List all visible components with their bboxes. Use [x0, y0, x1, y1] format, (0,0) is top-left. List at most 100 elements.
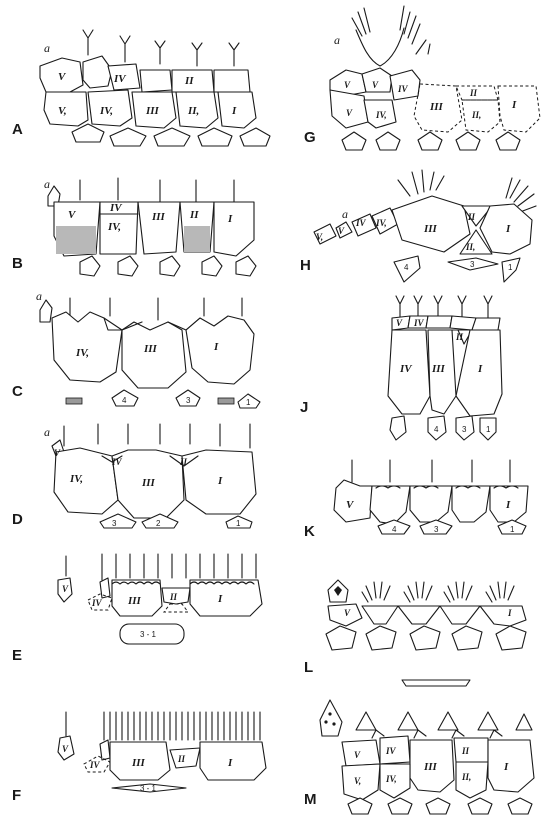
plate-label: I — [507, 608, 512, 618]
plate-label: IV, — [75, 347, 89, 359]
small-number: 2 — [156, 519, 161, 528]
plate-label: III — [131, 757, 146, 769]
plate-label: II, — [187, 105, 199, 117]
plate-label: V, — [316, 232, 323, 242]
small-plate — [418, 132, 442, 150]
plate-label: III — [141, 477, 156, 489]
spine — [484, 296, 492, 318]
fan-fringe — [486, 582, 514, 602]
small-plate — [66, 398, 82, 404]
plate-label: II, — [471, 110, 481, 120]
small-number: 3 - 1 — [140, 784, 157, 793]
plate-label: III — [127, 595, 142, 607]
panel-letter: A — [12, 121, 23, 138]
small-plate — [198, 128, 232, 146]
plate — [138, 202, 180, 254]
small-number: 1 — [246, 398, 251, 407]
plate-label: I — [227, 757, 233, 769]
panel-d: D a V IV IV, III II I 3 2 1 — [12, 424, 256, 528]
dot — [332, 722, 335, 725]
plate-label: IV — [113, 73, 127, 85]
panel-j: J V IV IV III II I 4 3 1 — [300, 296, 502, 440]
panel-letter: M — [304, 791, 317, 808]
small-number: 3 - 1 — [140, 630, 157, 639]
small-plate — [236, 256, 256, 276]
plate-label: IV — [91, 598, 103, 608]
plate-label: IV, — [69, 473, 83, 485]
spine — [120, 36, 130, 62]
panel-letter: F — [12, 787, 21, 804]
small-number: 1 — [510, 525, 515, 534]
plate-label: IV — [399, 363, 413, 375]
plate-label: II — [184, 75, 194, 87]
plate — [454, 738, 488, 762]
plate-label: II, — [461, 772, 471, 782]
dot — [328, 712, 331, 715]
panel-a: A a V IV II V, IV, III II, I — [12, 30, 270, 146]
panel-l: L V I — [304, 580, 526, 686]
small-plate — [402, 680, 470, 686]
suture-line — [104, 318, 200, 330]
pentagon — [468, 798, 492, 814]
plate-label: V — [62, 744, 69, 754]
spine — [428, 44, 430, 54]
small-plate — [72, 124, 104, 142]
plate — [410, 486, 452, 522]
label-a: a — [44, 41, 50, 55]
plate — [450, 316, 476, 330]
plate — [452, 486, 490, 522]
label-a: a — [334, 33, 340, 47]
pentagon — [496, 626, 526, 650]
plate-label: IV — [397, 84, 409, 94]
panel-letter: J — [300, 399, 308, 416]
plate-label: IV, — [375, 110, 387, 120]
panel-b: B a V IV IV, III II I — [12, 177, 256, 276]
plate — [54, 448, 118, 514]
plate-label: II — [469, 88, 478, 98]
small-number: 1 — [508, 263, 513, 272]
plate-label: III — [145, 105, 160, 117]
pentagon — [326, 626, 356, 650]
small-plate — [342, 132, 366, 150]
fan-fringe — [362, 582, 390, 602]
plate-label: II — [177, 754, 186, 764]
plate-label: I — [505, 499, 511, 511]
plate-label: I — [511, 99, 517, 111]
plate-label: V — [338, 226, 345, 236]
plate — [488, 740, 534, 792]
triangle-plate — [356, 712, 376, 730]
label-a: a — [44, 177, 50, 191]
plate — [398, 606, 440, 624]
plate-label: V, — [354, 776, 361, 786]
plate-label: III — [423, 761, 438, 773]
fan-fringe — [404, 582, 432, 602]
small-number: 4 — [122, 396, 127, 405]
pentagon — [366, 626, 396, 650]
small-plate — [100, 514, 136, 528]
plate-label: V, — [58, 105, 67, 117]
plate — [440, 606, 480, 624]
spine — [434, 296, 442, 318]
plate-label: IV, — [385, 774, 397, 784]
plate-label: V — [62, 584, 69, 594]
plate-label: IV — [89, 760, 101, 770]
hatched-area — [56, 226, 96, 254]
plate — [472, 318, 500, 330]
label-a: a — [342, 207, 348, 221]
small-number: 3 — [112, 519, 117, 528]
panel-h: H a V, V IV IV, III II II, I 4 3 1 — [300, 170, 536, 282]
small-plate — [40, 300, 52, 322]
plate — [320, 700, 342, 736]
panel-e: E V IV III II I 3 - 1 — [12, 554, 262, 664]
triangle-plate — [516, 714, 532, 730]
plate-label: V — [354, 750, 361, 760]
plate-label: II — [461, 746, 470, 756]
plate-label: II — [189, 209, 199, 221]
small-plate — [202, 256, 222, 276]
fringe-spines — [104, 712, 260, 740]
panel-m: M V IV II V, IV, III II, I — [304, 700, 534, 814]
triangle-plate — [438, 712, 458, 730]
small-plate — [80, 256, 100, 276]
plate — [200, 742, 266, 780]
small-plate — [218, 398, 234, 404]
